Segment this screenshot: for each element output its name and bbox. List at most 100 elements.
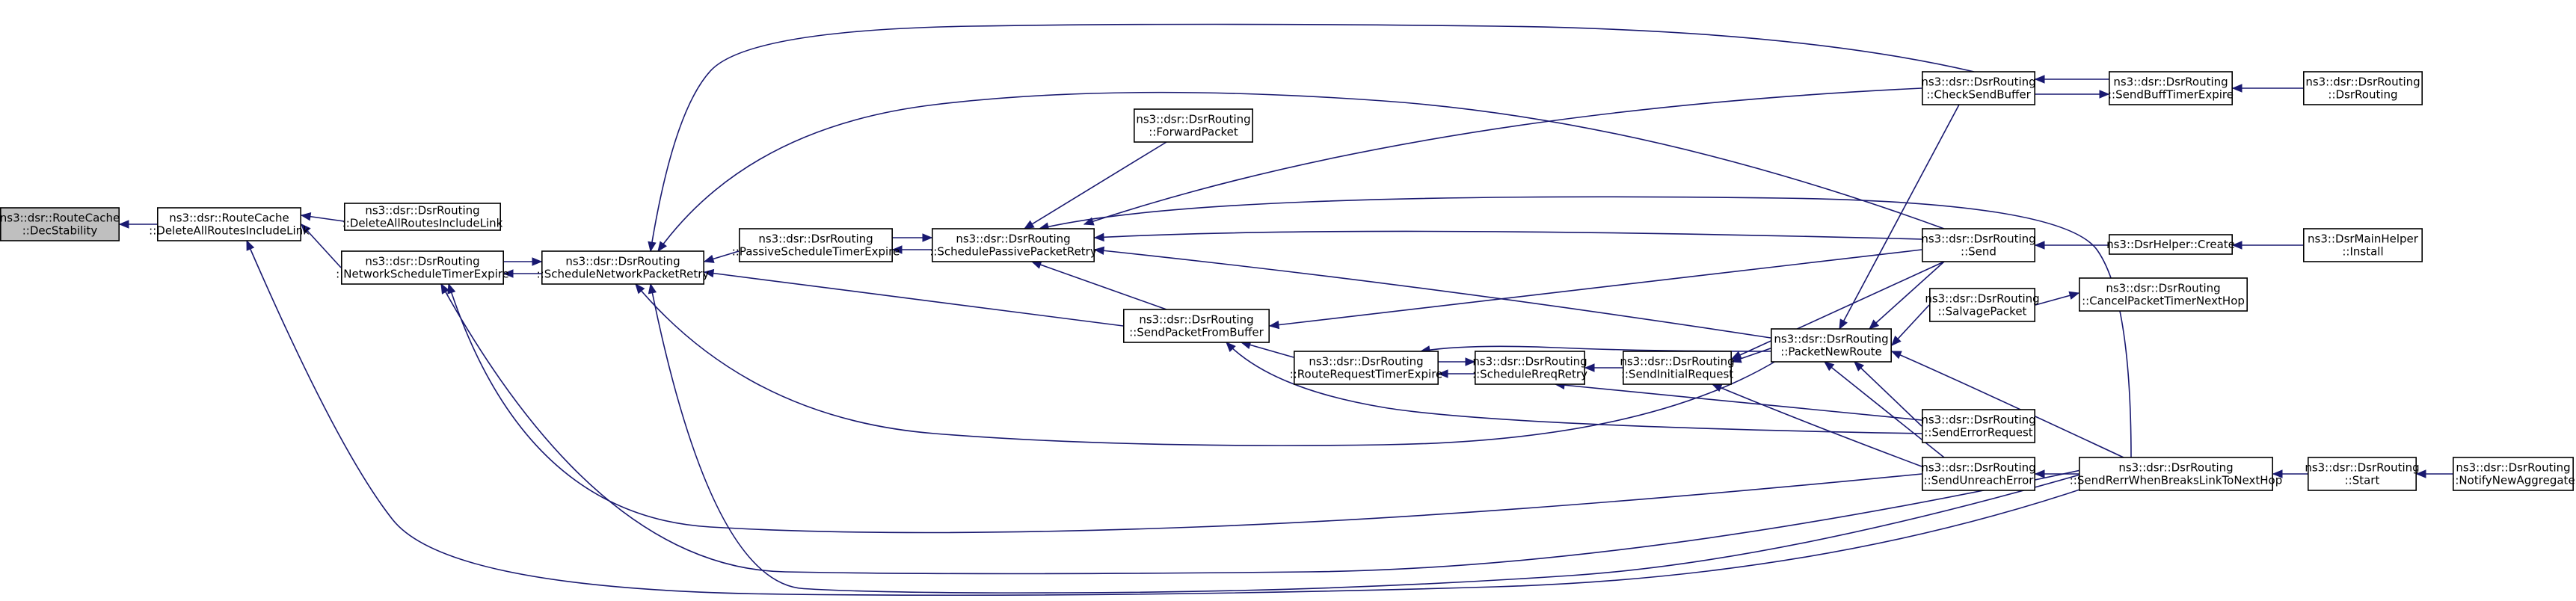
node-method-label: ::SendPacketFromBuffer (1129, 326, 1264, 339)
call-edge-ser-to-spfb (1226, 342, 1922, 434)
node-sir[interactable]: ns3::dsr::DsrRouting::SendInitialRequest (1620, 351, 1735, 385)
node-box (2453, 457, 2575, 491)
node-box (340, 250, 504, 285)
node-class-label: ns3::dsr::DsrRouting (1774, 333, 1888, 346)
arrowhead-icon (2415, 469, 2426, 478)
node-send[interactable]: ns3::dsr::DsrRouting::Send (1921, 228, 2036, 262)
node-box (1922, 71, 2036, 105)
call-edge-send-to-snpr (657, 91, 1945, 253)
node-method-label: ::PacketNewRoute (1780, 345, 1881, 359)
call-edge-send-to-sir (1730, 261, 1945, 360)
node-nste[interactable]: ns3::dsr::DsrRouting::NetworkScheduleTim… (336, 250, 509, 285)
node-csb[interactable]: ns3::dsr::DsrRouting::CheckSendBuffer (1921, 71, 2036, 105)
node-method-label: ::DecStability (22, 224, 98, 238)
call-edge-send-to-pnr (1869, 261, 1945, 330)
edge-line (1031, 261, 1167, 310)
node-install[interactable]: ns3::DsrMainHelper::Install (2303, 228, 2423, 262)
call-edge-create-to-send (2034, 241, 2109, 250)
edge-line (635, 283, 1780, 446)
arrowhead-icon (532, 257, 543, 266)
node-salv[interactable]: ns3::dsr::DsrRouting::SalvagePacket (1925, 288, 2040, 322)
call-edge-csb-to-snpr (648, 23, 1975, 253)
call-edge-pste-to-snpr (703, 250, 740, 263)
call-edge-start-to-srwb (2272, 469, 2308, 478)
call-edge-srwb-to-pnr (1890, 351, 2124, 458)
node-rdari[interactable]: ns3::dsr::DsrRouting::DeleteAllRoutesInc… (342, 203, 503, 231)
node-nna[interactable]: ns3::dsr::DsrRouting::NotifyNewAggregate (2451, 457, 2575, 491)
node-create[interactable]: ns3::DsrHelper::Create (2106, 234, 2235, 255)
node-class-label: ns3::dsr::DsrRouting (1921, 232, 2035, 246)
call-edge-srr-to-rrte (1437, 369, 1475, 378)
node-method-label: ::DsrRouting (2328, 88, 2397, 102)
node-class-label: ns3::dsr::DsrRouting (1309, 355, 1423, 369)
edge-line (1555, 383, 1922, 421)
node-fwd[interactable]: ns3::dsr::DsrRouting::ForwardPacket (1134, 108, 1254, 143)
node-dec[interactable]: ns3::dsr::RouteCache::DecStability (0, 207, 120, 241)
node-method-label: ::CheckSendBuffer (1926, 88, 2031, 102)
node-dari[interactable]: ns3::dsr::RouteCache::DeleteAllRoutesInc… (149, 207, 310, 241)
edge-line (1269, 249, 1922, 327)
edge-line (1226, 342, 1922, 434)
edge-line (301, 224, 342, 268)
arrowhead-icon (922, 233, 933, 242)
node-class-label: ns3::dsr::DsrRouting (365, 255, 479, 268)
arrowhead-icon (1268, 320, 1280, 330)
edge-line (650, 23, 1975, 252)
node-srr[interactable]: ns3::dsr::DsrRouting::ScheduleRreqRetry (1472, 351, 1587, 385)
node-class-label: ns3::dsr::DsrRouting (1921, 461, 2035, 475)
node-sue[interactable]: ns3::dsr::DsrRouting::SendUnreachError (1921, 457, 2036, 491)
node-box (2109, 234, 2234, 255)
arrowhead-icon (2034, 75, 2045, 84)
node-box (2308, 457, 2417, 491)
call-edge-csb-to-sbte (2035, 90, 2110, 99)
arrowhead-icon (447, 283, 456, 295)
node-method-label: ::SendInitialRequest (1621, 368, 1733, 381)
node-box (2303, 71, 2423, 105)
call-edge-sue-to-nste (447, 283, 1922, 534)
arrowhead-icon (1869, 319, 1880, 330)
call-edge-sppr-to-pste (891, 245, 932, 254)
node-pste[interactable]: ns3::dsr::DsrRouting::PassiveScheduleTim… (732, 228, 900, 262)
call-edge-sir-to-srr (1584, 363, 1623, 372)
node-cptnh[interactable]: ns3::dsr::DsrRouting::CancelPacketTimerN… (2079, 277, 2248, 312)
edge-line (704, 271, 1124, 327)
node-box (738, 228, 893, 262)
call-edge-ctor-to-sbte (2231, 84, 2303, 93)
node-sppr[interactable]: ns3::dsr::DsrRouting::SchedulePassivePac… (929, 228, 1097, 262)
edge-line (448, 283, 1922, 534)
arrowhead-icon (2231, 84, 2243, 93)
node-box (2079, 457, 2274, 491)
node-spfb[interactable]: ns3::dsr::DsrRouting::SendPacketFromBuff… (1123, 309, 1270, 343)
node-method-label: ::ScheduleNetworkPacketRetry (537, 268, 710, 281)
node-box (343, 203, 501, 231)
call-edge-ser-to-srr (1554, 380, 1922, 421)
edge-line (1869, 261, 1945, 330)
arrowhead-icon (1891, 335, 1902, 346)
nodes-layer: ns3::dsr::RouteCache::DecStabilityns3::d… (0, 71, 2575, 491)
node-method-label: ::NotifyNewAggregate (2451, 474, 2575, 487)
node-rrte[interactable]: ns3::dsr::DsrRouting::RouteRequestTimerE… (1290, 351, 1443, 385)
arrowhead-icon (1093, 246, 1105, 256)
edge-line (1839, 104, 1960, 330)
node-srwb[interactable]: ns3::dsr::DsrRouting::SendRerrWhenBreaks… (2070, 457, 2283, 491)
arrowhead-icon (2034, 469, 2045, 478)
edge-line (1039, 196, 2132, 458)
arrowhead-icon (703, 254, 715, 263)
arrowhead-icon (635, 283, 645, 295)
call-edge-salv-to-cptnh (2035, 291, 2080, 306)
node-method-label: ::Send (1961, 245, 1996, 259)
node-snpr[interactable]: ns3::dsr::DsrRouting::ScheduleNetworkPac… (537, 250, 710, 285)
node-method-label: ::NetworkScheduleTimerExpire (336, 268, 509, 281)
node-ser[interactable]: ns3::dsr::DsrRouting::SendErrorRequest (1921, 409, 2036, 443)
node-start[interactable]: ns3::dsr::DsrRouting::Start (2305, 457, 2420, 491)
arrowhead-icon (2272, 469, 2283, 478)
call-edge-fwd-to-sppr (1023, 141, 1167, 229)
edge-line (650, 283, 2139, 594)
node-pnr[interactable]: ns3::dsr::DsrRouting::PacketNewRoute (1771, 328, 1893, 363)
node-method-label: ::ScheduleRreqRetry (1472, 368, 1587, 381)
node-class-label: ns3::dsr::DsrRouting (2305, 75, 2420, 89)
node-sbte[interactable]: ns3::dsr::DsrRouting::SendBuffTimerExpir… (2108, 71, 2234, 105)
node-class-label: ns3::dsr::DsrRouting (1921, 413, 2035, 427)
node-ctor[interactable]: ns3::dsr::DsrRouting::DsrRouting (2303, 71, 2423, 105)
